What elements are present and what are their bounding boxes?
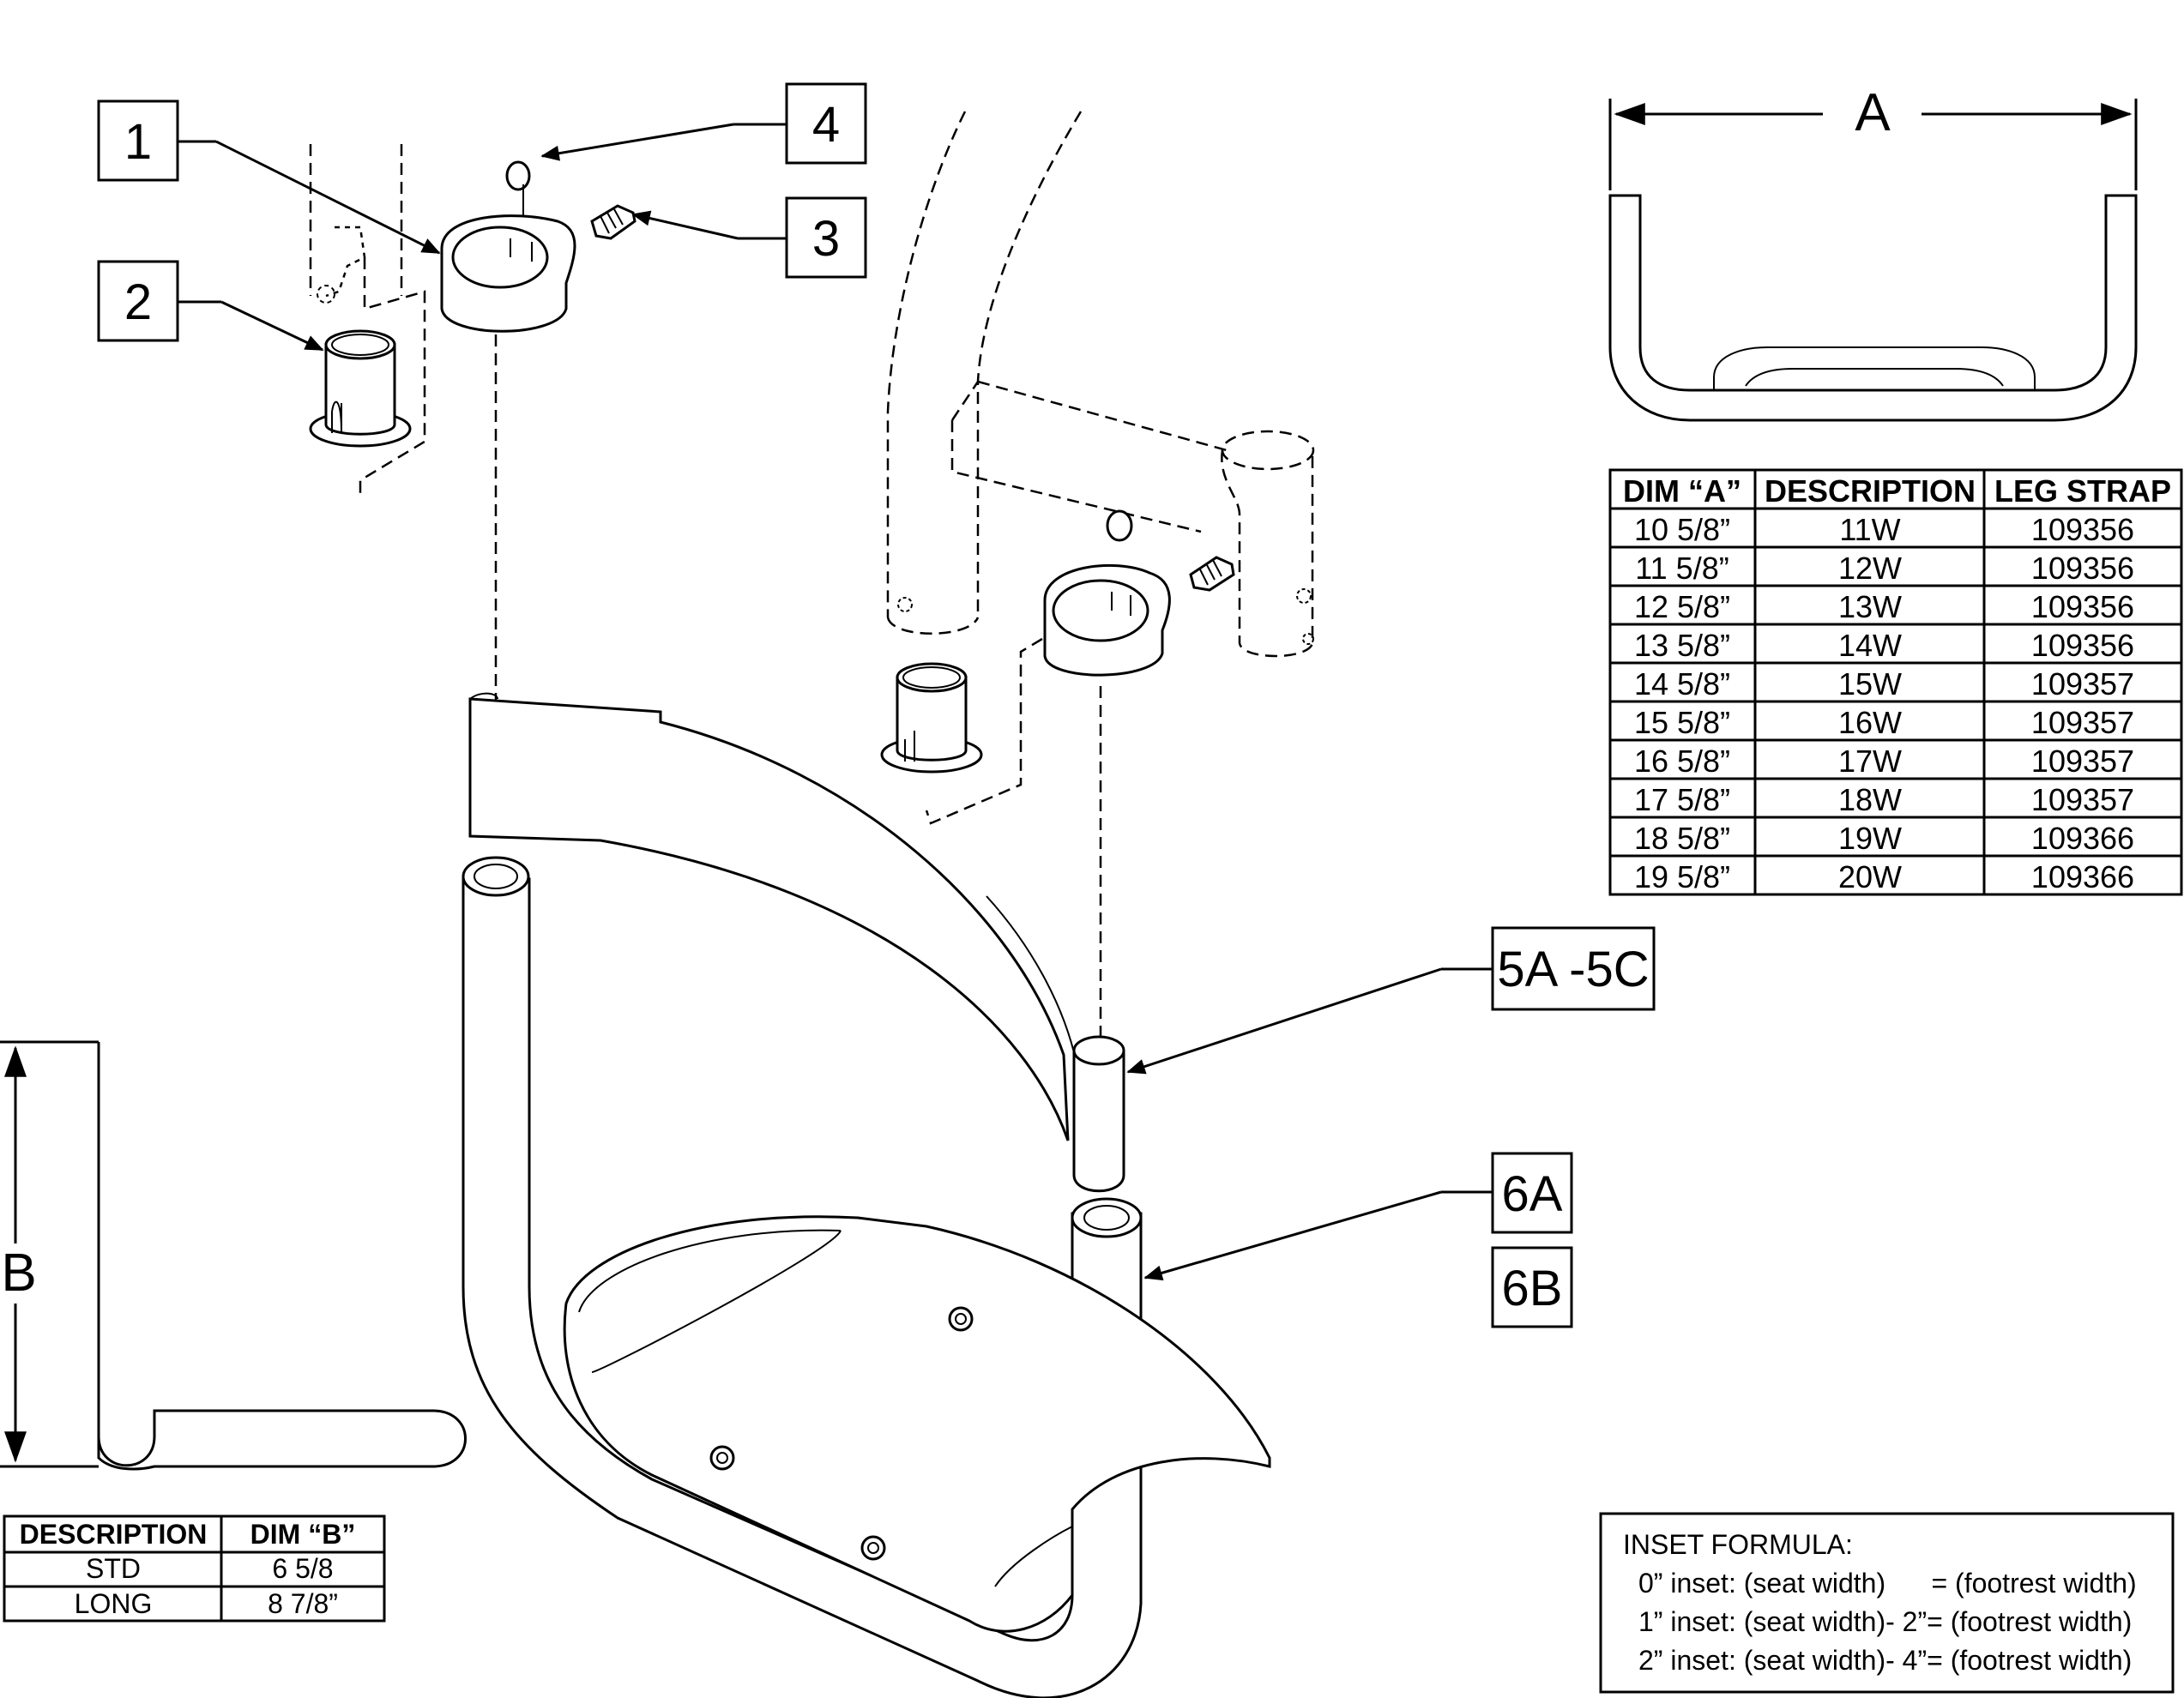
- callout-3: [631, 196, 867, 279]
- callout-1-label: 1: [124, 114, 152, 170]
- width-table-cell: 11 5/8”: [1635, 551, 1728, 586]
- width-table-cell: 18 5/8”: [1634, 821, 1730, 856]
- callout-6a-label: 6A: [1502, 1166, 1563, 1222]
- callout-5a-5c: [1126, 926, 1656, 1075]
- part-2-bushing-left: [309, 329, 412, 448]
- height-table-cell: LONG: [75, 1588, 153, 1619]
- height-table-header-description: DESCRIPTION: [20, 1519, 208, 1550]
- callout-1: [97, 99, 441, 255]
- width-table-cell: 109356: [2031, 628, 2134, 663]
- callout-2: [97, 260, 324, 352]
- width-table-cell: 17 5/8”: [1634, 782, 1730, 817]
- width-table-cell: 16 5/8”: [1634, 744, 1730, 779]
- callout-2-label: 2: [124, 274, 152, 330]
- inset-formula-line: 1” inset: (seat width)- 2”= (footrest wi…: [1638, 1606, 2132, 1637]
- height-table-cell: STD: [86, 1553, 141, 1584]
- width-table-cell: 109356: [2031, 589, 2134, 624]
- width-table-cell: 16W: [1838, 705, 1902, 740]
- callout-3-label: 3: [812, 211, 840, 267]
- width-table-cell: 15 5/8”: [1634, 705, 1730, 740]
- phantom-frame-left: [309, 144, 426, 497]
- width-table: [1608, 468, 2183, 896]
- callout-4: [540, 82, 867, 165]
- width-table-cell: 19W: [1838, 821, 1902, 856]
- callout-6a: [1143, 1152, 1573, 1281]
- width-table-cell: 109366: [2031, 821, 2134, 856]
- footplate: [563, 1215, 1271, 1633]
- width-table-cell: 109357: [2031, 744, 2134, 779]
- height-table-header-dim-b: DIM “B”: [250, 1519, 356, 1550]
- width-table-cell: 13W: [1838, 589, 1902, 624]
- width-table-cell: 109356: [2031, 512, 2134, 547]
- part-5-insert-tube: [1072, 1035, 1125, 1193]
- inset-formula-title: INSET FORMULA:: [1623, 1529, 1853, 1560]
- part-5-leg-strap: [468, 692, 1077, 1141]
- callout-6b-label: 6B: [1502, 1261, 1563, 1316]
- width-table-cell: 14 5/8”: [1634, 666, 1730, 701]
- width-table-cell: 17W: [1838, 744, 1902, 779]
- callout-6b: [1491, 1246, 1573, 1328]
- callout-5a-5c-label: 5A -5C: [1497, 942, 1649, 997]
- width-table-cell: 18W: [1838, 782, 1902, 817]
- width-table-cell: 20W: [1838, 859, 1902, 894]
- dim-a-top-view: [1608, 99, 2138, 422]
- height-table-cell: 8 7/8”: [268, 1588, 338, 1619]
- width-table-cell: 109357: [2031, 782, 2134, 817]
- width-table-cell: 14W: [1838, 628, 1902, 663]
- width-table-header-dim-a: DIM “A”: [1623, 473, 1741, 509]
- inset-formula-line: 2” inset: (seat width)- 4”= (footrest wi…: [1638, 1645, 2132, 1676]
- width-table-header-leg-strap: LEG STRAP: [1994, 473, 2171, 509]
- part-3-screw-left: [590, 204, 636, 240]
- height-table: [3, 1514, 386, 1623]
- height-table-cell: 6 5/8: [272, 1553, 333, 1584]
- width-table-cell: 109356: [2031, 551, 2134, 586]
- part-3-screw-right: [1189, 556, 1235, 592]
- part-1-clamp-left: [440, 214, 576, 712]
- dim-a-label: A: [1855, 83, 1891, 142]
- phantom-frame-right: [886, 111, 1315, 825]
- width-table-header-description: DESCRIPTION: [1765, 473, 1976, 509]
- width-table-cell: 19 5/8”: [1634, 859, 1730, 894]
- width-table-cell: 109357: [2031, 666, 2134, 701]
- callout-4-label: 4: [812, 97, 840, 153]
- width-table-cell: 15W: [1838, 666, 1902, 701]
- width-table-cell: 11W: [1839, 512, 1900, 547]
- width-table-cell: 10 5/8”: [1634, 512, 1730, 547]
- dim-b-label: B: [1, 1243, 36, 1303]
- inset-formula-box: [1599, 1512, 2175, 1694]
- dim-b-side-view: [0, 1040, 467, 1471]
- width-table-cell: 12 5/8”: [1634, 589, 1730, 624]
- inset-formula-line: 0” inset: (seat width) = (footrest width…: [1638, 1568, 2137, 1599]
- part-6-footrest-hanger: [462, 856, 1143, 1698]
- width-table-cell: 12W: [1838, 551, 1902, 586]
- width-table-cell: 13 5/8”: [1634, 628, 1730, 663]
- part-1-clamp-right: [1043, 563, 1171, 1042]
- part-2-bushing-right: [880, 662, 983, 774]
- width-table-cell: 109357: [2031, 705, 2134, 740]
- width-table-cell: 109366: [2031, 859, 2134, 894]
